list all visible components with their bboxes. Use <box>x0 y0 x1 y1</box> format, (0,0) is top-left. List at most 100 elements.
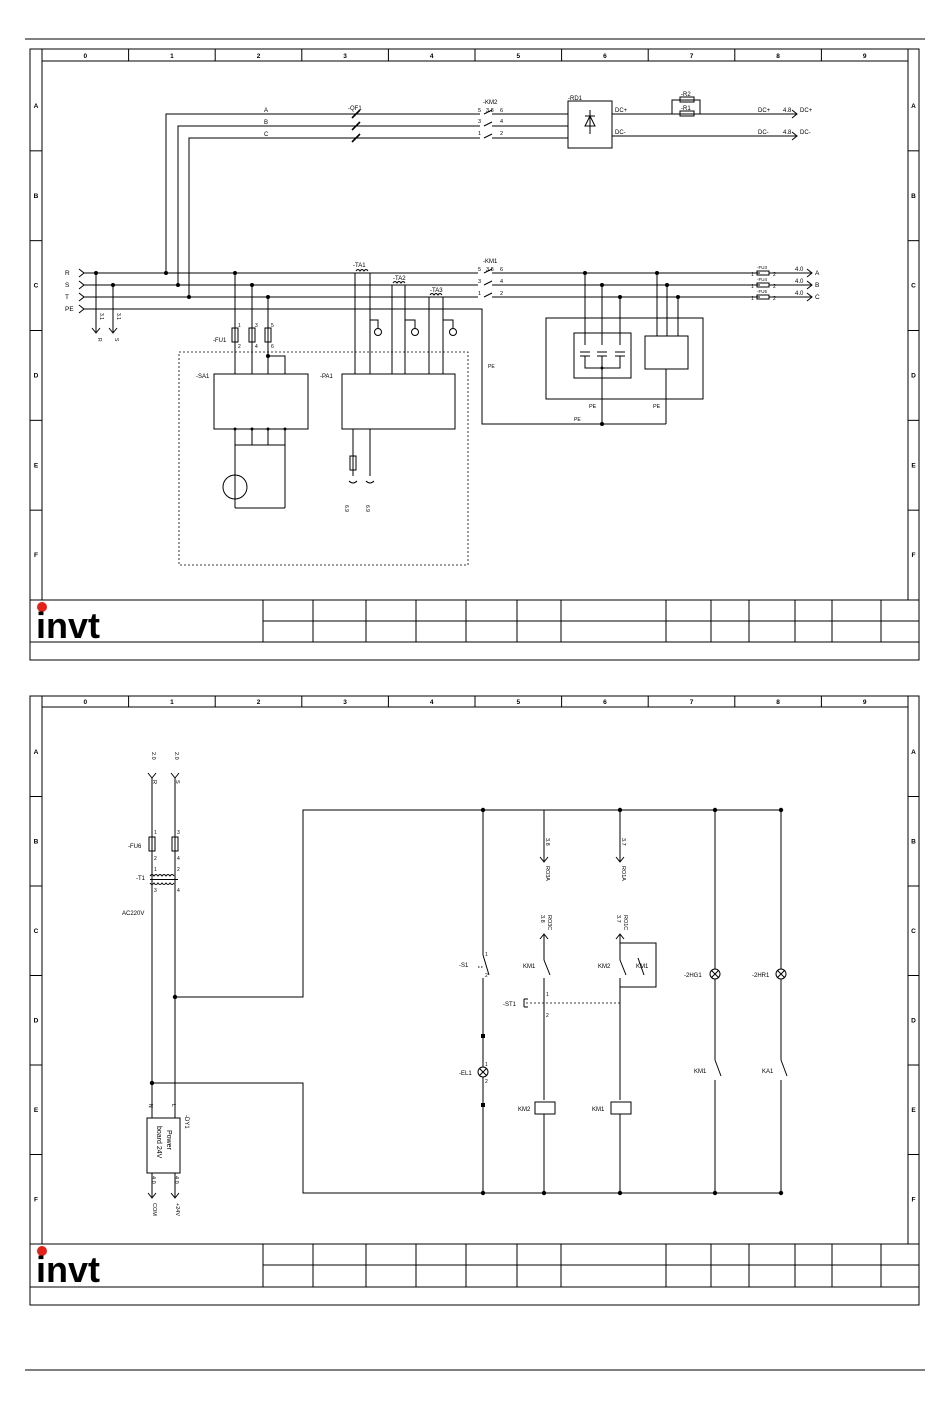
svg-text:DC-: DC- <box>615 130 626 136</box>
svg-text:3.8: 3.8 <box>539 915 545 923</box>
svg-text:1: 1 <box>751 296 754 302</box>
svg-text:-R2: -R2 <box>681 92 691 98</box>
row-label: C <box>34 283 39 290</box>
row-label: A <box>911 749 916 756</box>
svg-text:4.0: 4.0 <box>173 1176 179 1184</box>
row-label: A <box>34 749 39 756</box>
column-label: 1 <box>170 53 174 60</box>
title-block-1: invt <box>30 599 919 646</box>
svg-text:PE: PE <box>488 364 495 370</box>
svg-text:2: 2 <box>500 131 503 137</box>
svg-text:-FU4: -FU4 <box>757 277 767 282</box>
svg-text:-R1: -R1 <box>681 106 691 112</box>
svg-text:4.0: 4.0 <box>150 1176 156 1184</box>
resistor-r2 <box>679 96 695 103</box>
svg-text:RO1C: RO1C <box>622 915 628 930</box>
svg-text:AC220V: AC220V <box>122 911 144 917</box>
svg-text:B: B <box>264 120 268 126</box>
svg-text:KM2: KM2 <box>518 1107 531 1113</box>
svg-text:1: 1 <box>751 272 754 278</box>
row-label: A <box>911 103 916 110</box>
svg-text:-PA1: -PA1 <box>320 374 334 380</box>
control-supply: 2.0 2.0 R S -FU6 1 3 2 4 -T1 1 2 3 4 AC2… <box>122 752 189 1216</box>
svg-text:N: N <box>147 1104 153 1108</box>
invt-logo: invt <box>36 1246 100 1290</box>
svg-text:2: 2 <box>773 284 776 290</box>
svg-text:6.9: 6.9 <box>343 505 349 512</box>
invt-logo: invt <box>36 602 100 646</box>
title-block-2: invt <box>30 1243 919 1290</box>
row-label: D <box>911 372 916 379</box>
svg-text:4.0: 4.0 <box>795 267 804 273</box>
svg-text:invt: invt <box>36 1249 100 1290</box>
svg-text:C: C <box>264 132 269 138</box>
svg-text:6: 6 <box>500 108 503 114</box>
svg-text:2: 2 <box>154 856 157 862</box>
resistor-r1 <box>679 110 695 117</box>
svg-text:KM2: KM2 <box>598 964 611 970</box>
svg-text:2: 2 <box>500 291 503 297</box>
sheet1-frame <box>29 48 920 661</box>
meter-pa1 <box>341 373 456 430</box>
svg-text:4.0: 4.0 <box>795 279 804 285</box>
svg-text:KM1: KM1 <box>523 964 536 970</box>
column-label: 2 <box>257 699 261 706</box>
switch-sa1 <box>213 373 309 430</box>
svg-text:L: L <box>170 1104 176 1107</box>
svg-text:1: 1 <box>485 1062 488 1068</box>
svg-text:R: R <box>96 338 102 342</box>
measurement-panel: -FU1 1 3 5 2 4 6 -SA1 -TA1 -TA2 -TA3 <box>178 263 469 566</box>
fuse-fu6b <box>171 836 179 852</box>
column-label: 6 <box>603 699 607 706</box>
svg-text:4: 4 <box>177 888 180 894</box>
voltmeter-icon <box>222 474 248 500</box>
svg-text:PE: PE <box>65 306 74 313</box>
km1-label: -KM1 <box>483 259 498 265</box>
svg-text:2: 2 <box>238 344 241 350</box>
control-ladder: -S1 1 2 -EL1 1 2 3.8 3.7 RO3A RO1A 3.8 <box>152 807 788 1196</box>
svg-text:KA1: KA1 <box>762 1069 774 1075</box>
svg-text:2: 2 <box>546 1013 549 1019</box>
svg-text:RO1A: RO1A <box>620 866 626 881</box>
svg-text:B: B <box>815 282 819 289</box>
svg-text:2.0: 2.0 <box>150 752 156 760</box>
fuse-fu1b <box>248 327 256 343</box>
svg-text:3.7: 3.7 <box>615 915 621 923</box>
svg-text:1: 1 <box>751 284 754 290</box>
dc-input-bus: A B C -QF1 -KM2 5 3.8 6 3 4 1 2 -RD1 <box>165 92 813 296</box>
svg-text:2.0: 2.0 <box>173 752 179 760</box>
fuse-fu6a <box>148 836 156 852</box>
svg-text:2: 2 <box>485 973 488 979</box>
column-label: 9 <box>863 699 867 706</box>
svg-text:S: S <box>174 780 180 784</box>
column-label: 6 <box>603 53 607 60</box>
svg-text:3.1: 3.1 <box>98 313 104 320</box>
svg-text:-T1: -T1 <box>136 876 146 882</box>
svg-text:-TA1: -TA1 <box>353 263 366 269</box>
column-label: 5 <box>516 699 520 706</box>
row-label: E <box>34 462 39 469</box>
column-label: 2 <box>257 53 261 60</box>
svg-text:6: 6 <box>500 267 503 273</box>
svg-text:S: S <box>113 338 119 342</box>
column-label: 8 <box>776 699 780 706</box>
svg-text:4: 4 <box>177 856 180 862</box>
svg-text:3.8: 3.8 <box>544 838 550 846</box>
svg-text:DC-: DC- <box>758 130 769 136</box>
column-label: 3 <box>343 53 347 60</box>
column-label: 4 <box>430 53 434 60</box>
svg-text:-TA3: -TA3 <box>430 288 443 294</box>
svg-text:-FU1: -FU1 <box>213 338 227 344</box>
svg-text:1: 1 <box>485 952 488 958</box>
svg-text:COM: COM <box>151 1203 157 1216</box>
svg-text:C: C <box>815 294 820 301</box>
column-label: 9 <box>863 53 867 60</box>
svg-text:-RD1: -RD1 <box>568 96 583 102</box>
svg-text:PE: PE <box>589 404 597 410</box>
svg-text:4: 4 <box>500 119 503 125</box>
svg-text:T: T <box>65 294 69 301</box>
row-label: B <box>34 193 39 200</box>
qf1-label: -QF1 <box>348 106 362 112</box>
